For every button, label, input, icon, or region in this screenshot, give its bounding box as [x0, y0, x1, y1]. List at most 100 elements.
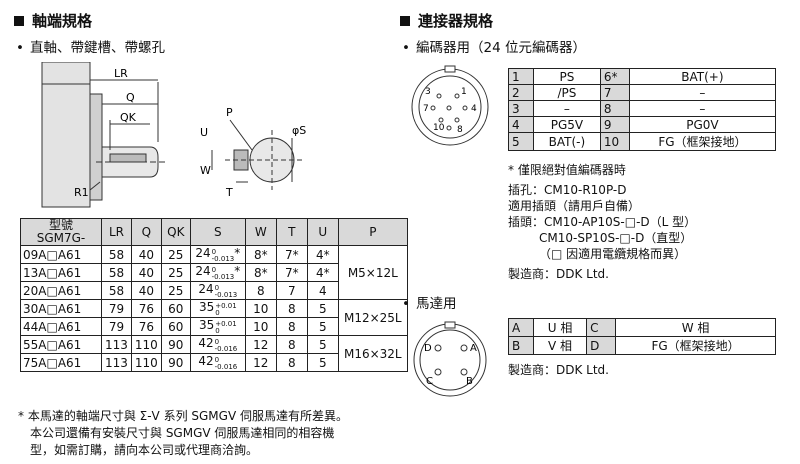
motor-subtitle: •馬達用: [402, 296, 457, 312]
encoder-pin-label: 8: [457, 125, 463, 135]
pin-signal: PS: [533, 68, 601, 85]
table-cell: 113: [101, 335, 132, 354]
header-q: Q: [130, 218, 162, 246]
header-t: T: [275, 218, 308, 246]
pin-signal: PG5V: [533, 116, 601, 133]
table-cell: 5: [306, 317, 339, 336]
dim-t-label: T: [225, 186, 233, 199]
table-cell: 5: [306, 335, 339, 354]
table-cell: 4: [306, 281, 339, 300]
table-cell: 44A□A61: [20, 317, 102, 336]
note-line: CM10-SP10S-□-D（直型）: [539, 231, 693, 245]
note-line: * 本馬達的軸端尺寸與 Σ-V 系列 SGMGV 伺服馬達有所差異。: [18, 409, 348, 423]
motor-pin-label: D: [424, 343, 432, 354]
table-cell: 09A□A61: [20, 245, 102, 264]
encoder-notes: * 僅限絕對值編碼器時 插孔：CM10-R10P-D 適用插頭（請用戶自備） 插…: [508, 162, 696, 282]
pin-number: 4: [508, 116, 534, 133]
table-cell: 58: [101, 245, 132, 264]
table-cell: 12: [244, 335, 277, 354]
table-cell: 75A□A61: [20, 353, 102, 372]
pin-letter: A: [508, 318, 534, 337]
pin-signal: –: [628, 100, 777, 117]
encoder-pin-label: 1: [461, 87, 467, 97]
motor-pin-label: C: [426, 376, 433, 387]
table-cell: 60: [160, 299, 191, 318]
table-cell: 10: [244, 299, 277, 318]
pin-number: 5: [508, 132, 534, 151]
table-cell: 90: [160, 353, 191, 372]
table-cell: 25: [160, 263, 191, 282]
table-cell: 113: [101, 353, 132, 372]
table-cell: 8: [275, 317, 308, 336]
shaft-notes: * 本馬達的軸端尺寸與 Σ-V 系列 SGMGV 伺服馬達有所差異。 本公司還備…: [18, 408, 348, 459]
pin-number: 8: [599, 100, 630, 117]
table-cell: 58: [101, 263, 132, 282]
note-line: 製造商：DDK Ltd.: [508, 267, 609, 281]
table-cell: 8: [244, 281, 277, 300]
table-cell: 7*: [275, 263, 308, 282]
encoder-subtitle: •編碼器用（24 位元編碼器）: [402, 40, 586, 56]
table-cell: 10: [244, 317, 277, 336]
table-cell: 55A□A61: [20, 335, 102, 354]
table-cell: 5: [306, 299, 339, 318]
encoder-pin-label: 10: [433, 123, 445, 133]
pin-number: 9: [599, 116, 630, 133]
table-cell-s: 240-0.013: [189, 281, 246, 300]
table-cell-s: 240-0.013*: [189, 245, 246, 264]
note-line: 插頭：CM10-AP10S-□-D（L 型）: [508, 215, 697, 229]
encoder-pin-label: 7: [423, 104, 429, 114]
table-cell: 40: [130, 245, 162, 264]
table-cell: 40: [130, 281, 162, 300]
note-line: 插孔：CM10-R10P-D: [508, 183, 627, 197]
motor-maker: 製造商：DDK Ltd.: [508, 363, 609, 377]
note-line: 本公司還備有安裝尺寸與 SGMGV 伺服馬達相同的相容機: [30, 426, 335, 440]
table-cell: 25: [160, 281, 191, 300]
dim-w-label: W: [200, 164, 211, 177]
shaft-subtitle: •直軸、帶鍵槽、帶螺孔: [16, 40, 165, 56]
table-cell: 76: [130, 299, 162, 318]
pin-letter: D: [586, 336, 617, 355]
pin-number: 1: [508, 68, 534, 85]
motor-pin-label: A: [470, 343, 477, 354]
table-cell: 110: [130, 335, 162, 354]
motor-connector-diagram: D A C B: [413, 321, 487, 397]
table-cell: 25: [160, 245, 191, 264]
table-cell: 40: [130, 263, 162, 282]
table-cell: 76: [130, 317, 162, 336]
square-bullet-icon: [400, 16, 410, 26]
pin-number: 10: [599, 132, 630, 151]
dim-p-label: P: [226, 106, 233, 119]
header-s: S: [189, 218, 246, 246]
encoder-pin-label: 4: [471, 104, 477, 114]
dim-u-label: U: [200, 126, 208, 139]
table-cell: 8: [275, 353, 308, 372]
table-cell: 30A□A61: [20, 299, 102, 318]
pin-signal: U 相: [532, 318, 588, 337]
encoder-pin-label: 3: [425, 87, 431, 97]
header-p: P: [337, 218, 408, 246]
table-cell: 13A□A61: [20, 263, 102, 282]
table-cell-s: 420-0.016: [189, 335, 246, 354]
table-cell: 8: [275, 335, 308, 354]
table-cell-s: 420-0.016: [189, 353, 246, 372]
table-cell: 7: [275, 281, 308, 300]
pin-signal: FG（框架接地）: [628, 132, 777, 151]
pin-signal: BAT(+): [628, 68, 777, 85]
header-qk: QK: [160, 218, 191, 246]
pin-number: 3: [508, 100, 534, 117]
header-lr: LR: [101, 218, 132, 246]
